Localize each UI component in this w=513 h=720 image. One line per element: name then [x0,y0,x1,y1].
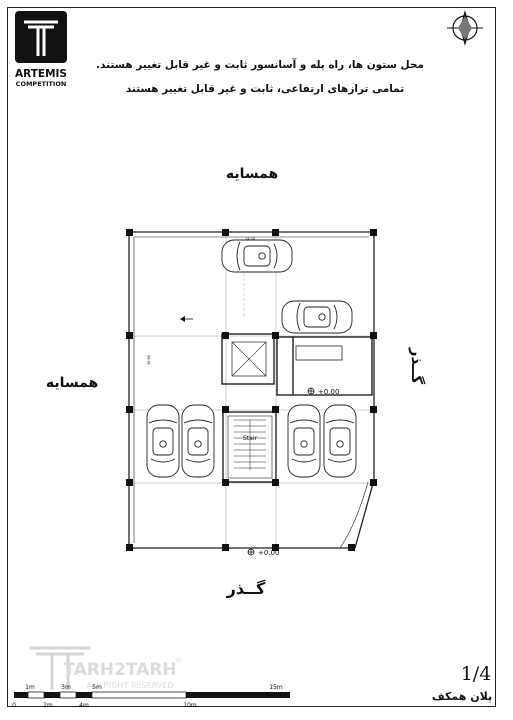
lot-boundary [128,231,375,549]
logo-badge [15,11,67,63]
entry-arrow-icon [180,316,193,322]
neighbor-top-label: همسایه [226,166,278,182]
scale-label-top: 3m [61,684,71,691]
tarh2tarh-watermark: TARH2TARH ® ALL RIGHT RESERVED [30,646,182,690]
scale-label-top: 15m [269,684,283,691]
scale-label-top: 5m [92,684,102,691]
stair-core [222,411,277,483]
level-marker-inner: +0.00 [318,388,339,396]
watermark-rights: ALL RIGHT RESERVED [86,681,173,690]
car-icon [323,404,357,478]
logo-name: ARTEMIS [15,68,67,80]
watermark-brand: TARH2TARH [63,660,176,680]
lobby-room [276,336,373,396]
scale-label-bottom: 4m [79,702,89,709]
scale-label-bottom: 0 [12,702,16,709]
dimension-top: 14.00 [245,237,255,241]
street-bottom-label: گــذر [226,579,266,598]
scale-label-bottom: 10m [183,702,197,709]
dimension-left: 16.90 [147,355,151,365]
note-line-1: محل ستون ها، راه پله و آسانسور ثابت و غی… [96,58,424,71]
car-icon [281,300,353,334]
level-marker-entry: +0.00 [258,549,279,557]
scale-label-top: 1m [25,684,35,691]
ground-floor-plan [128,231,375,549]
car-icon [181,404,215,478]
note-line-2: تمامی ترازهای ارتفاعی، ثابت و غیر قابل ت… [126,83,404,95]
scale-bar: 1m 3m 5m 15m 0 2m 4m 10m [12,684,290,709]
sheet-number: 1/4 [461,663,492,685]
car-icon [146,404,180,478]
sheet-border [7,7,496,707]
watermark-reg: ® [175,657,182,665]
sheet-title: پلان همکف [432,690,492,703]
level-symbol-icon [247,387,315,556]
car-icon [287,404,321,478]
logo-sub: COMPETITION [16,80,67,88]
north-arrow-icon [447,10,483,46]
scale-label-bottom: 2m [43,702,53,709]
elevator-shaft [221,333,275,385]
structural-columns [126,229,377,551]
car-icon [221,239,293,273]
neighbor-left-label: همسایه [46,375,98,391]
artemis-logo: ARTEMIS COMPETITION [15,11,67,88]
stair-label: Stair [243,435,258,442]
street-right-label: گــذر [408,347,426,385]
logo-t-mark [24,20,58,56]
